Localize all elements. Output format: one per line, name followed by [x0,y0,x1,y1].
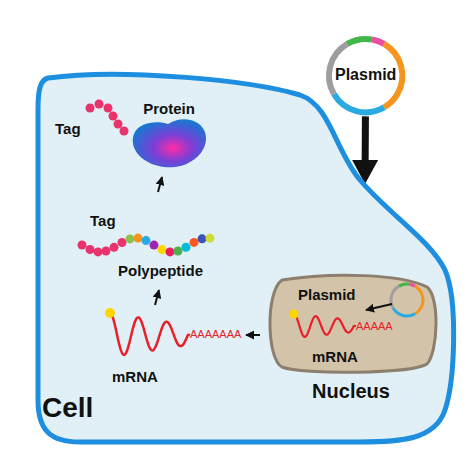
plasmid-circle: Plasmid [325,35,406,116]
transcription-arrow [366,304,392,310]
mrna-strand [294,314,356,337]
tag-label: Tag [55,120,81,137]
protein-blob [133,119,206,167]
protein-shape: Protein [128,100,210,170]
polypeptide-label: Polypeptide [118,262,203,279]
polya-tail: AAAAAAA [190,328,241,341]
export-arrow [246,334,260,336]
plasmid-segment [316,26,416,126]
protein-name: Protein [143,100,195,117]
mrna-strand [110,313,190,355]
step-arrow [155,290,159,305]
polya-tail: AAAAA [356,320,393,333]
cell-outline-shape [30,60,460,450]
mrna-cap [105,308,115,318]
plasmid-segment [316,26,416,126]
plasmid-segment [323,33,408,118]
cell-name: Cell [42,392,93,424]
mrna-label: mRNA [312,348,358,365]
plasmid-segment [316,26,416,126]
mrna-cap [290,310,299,319]
nucleus-outline: NucleusPlasmidmRNAAAAAA [262,272,440,376]
mrna-label: mRNA [112,368,158,385]
arrow-shaft [362,116,369,164]
plasmid-name: Plasmid [335,66,396,84]
polypeptide-beads [78,234,215,257]
nucleus-name: Nucleus [312,380,390,403]
plasmid-label: Plasmid [298,286,356,303]
nuclear-envelope [270,275,436,372]
cytoplasm-illustration [30,60,460,450]
plasmid-segment [316,26,416,126]
tag-label: Tag [90,212,116,229]
cell-outline: CellProtein NucleusPlasmidmRNAAAAAATagTa… [30,60,460,450]
cell-membrane [38,74,454,442]
small-plasmid [385,278,429,322]
protein-tag-beads [86,100,129,136]
step-arrow [158,177,162,192]
